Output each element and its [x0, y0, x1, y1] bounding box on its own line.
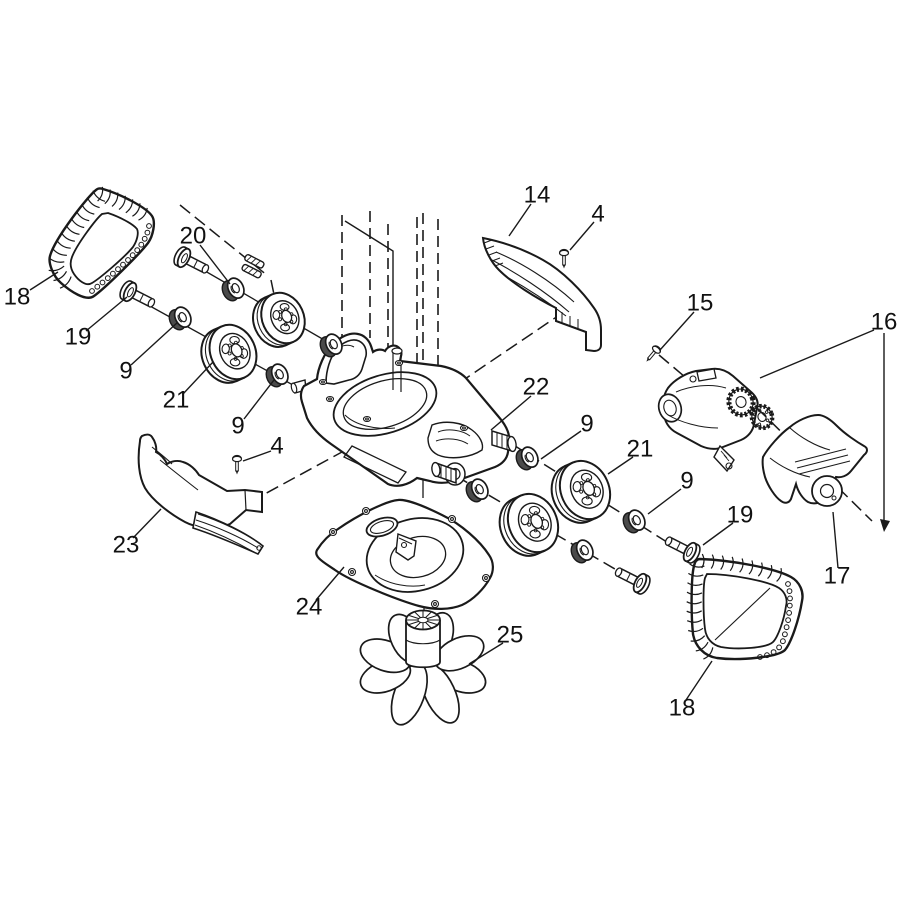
track-top-left: [48, 186, 156, 299]
callout-label-20-4: 20: [180, 223, 207, 250]
callout-label-19-18: 19: [727, 502, 754, 529]
callout-label-9-5: 9: [231, 413, 244, 440]
screw-part-19: [173, 246, 210, 274]
callout-label-19-1: 19: [65, 324, 92, 351]
callout-label-22-10: 22: [523, 374, 550, 401]
callout-label-21-16: 21: [627, 436, 654, 463]
callout-label-21-3: 21: [163, 387, 190, 414]
washer-part-9: [265, 363, 289, 388]
callout-label-4-12: 4: [591, 201, 604, 228]
part-25-impeller: [359, 609, 487, 726]
track-bottom-right: [686, 553, 804, 661]
callout-label-9-2: 9: [119, 358, 132, 385]
washer-part-9: [622, 509, 646, 534]
part-15-motor-gearbox: [657, 367, 775, 473]
pulley-part-21: [200, 323, 258, 384]
callout-label-17-19: 17: [824, 563, 851, 590]
pulley-part-21: [550, 459, 612, 524]
washer-part-9: [168, 306, 192, 331]
part-17-side-plate: [761, 413, 868, 507]
callout-label-14-11: 14: [524, 182, 551, 209]
washer-part-9: [319, 333, 343, 358]
callout-label-25-9: 25: [497, 622, 524, 649]
part-22-chassis-body: [290, 332, 517, 487]
callout-label-18-0: 18: [4, 284, 31, 311]
callout-label-23-7: 23: [113, 532, 140, 559]
screw-part-4: [558, 248, 570, 269]
callout-label-24-8: 24: [296, 594, 323, 621]
callout-leader-lines: [29, 203, 885, 701]
callout-label-15-13: 15: [687, 290, 714, 317]
screw-part-19: [664, 536, 701, 564]
screw-part-4: [646, 345, 661, 362]
callout-label-9-17: 9: [680, 468, 693, 495]
part-24-bottom-plate: [315, 498, 494, 610]
screw-part-4: [231, 454, 243, 475]
callout-label-16-14: 16: [871, 309, 898, 336]
part-23-side-panel: [137, 433, 265, 556]
callout-label-4-6: 4: [270, 433, 283, 460]
washer-part-9: [570, 539, 594, 564]
pulley-part-21: [498, 492, 560, 557]
callout-label-9-15: 9: [580, 411, 593, 438]
screw-part-19: [614, 567, 651, 595]
pulley-part-21: [252, 291, 306, 348]
pin-part-20: [241, 254, 265, 279]
washer-part-9: [515, 446, 539, 471]
callout-label-18-20: 18: [669, 695, 696, 722]
washer-part-9: [465, 478, 489, 503]
washer-part-9: [221, 277, 245, 302]
part-14-flap: [481, 236, 602, 353]
hardware-parts: [119, 246, 701, 595]
arrowhead-icon: [880, 519, 890, 532]
